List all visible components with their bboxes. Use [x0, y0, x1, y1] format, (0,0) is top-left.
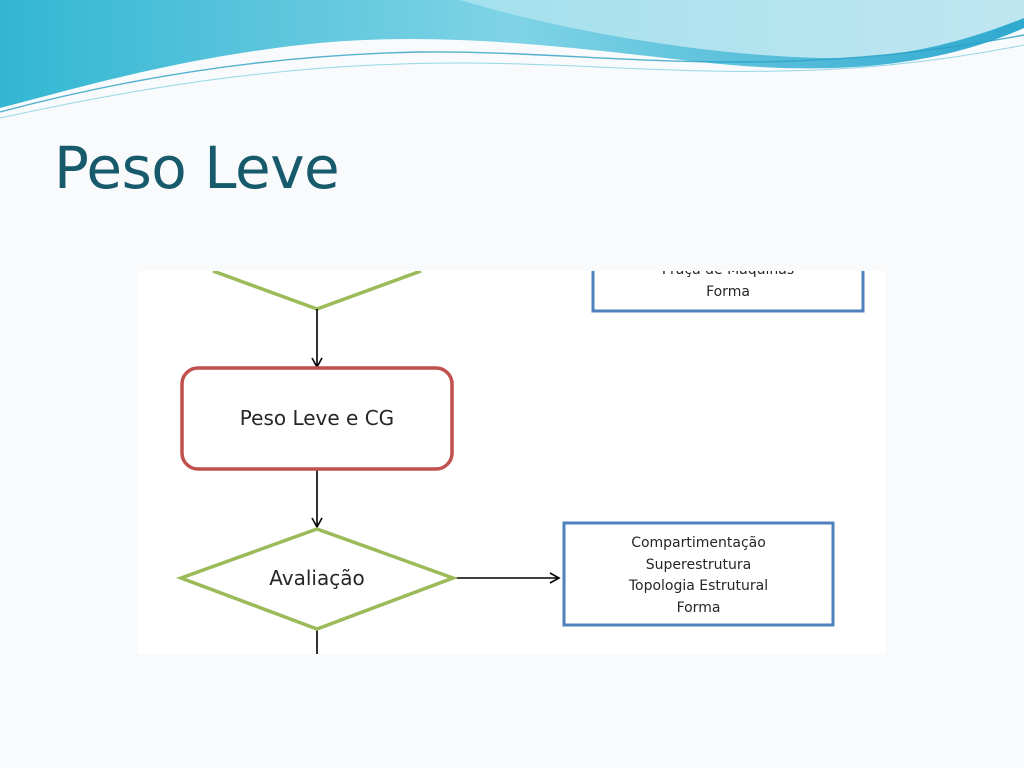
bottom-box-text: Compartimentação Superestrutura Topologi…	[564, 533, 833, 619]
slide-title: Peso Leve	[54, 134, 340, 202]
process-node-label: Peso Leve e CG	[239, 406, 395, 430]
decision-diamond-top	[212, 271, 422, 311]
bottom-box-shape	[562, 521, 835, 627]
bottom-box-line: Compartimentação	[631, 535, 766, 551]
header-wave-decoration	[0, 0, 1024, 119]
top-box	[591, 271, 865, 313]
flowchart-diagram: Praça de Máquinas Forma Peso Leve e CG A…	[138, 271, 885, 654]
bottom-box-line: Superestrutura	[645, 556, 752, 573]
bottom-box-line: Topologia Estrutural	[628, 578, 769, 594]
top-box-line: Forma	[706, 283, 750, 300]
top-box-text: Praça de Máquinas Forma	[593, 271, 863, 303]
decision-node-label: Avaliação	[269, 566, 365, 590]
decision-diamond-shape	[175, 527, 459, 631]
process-node-shape	[180, 366, 454, 471]
top-box-line: Praça de Máquinas	[593, 271, 863, 282]
bottom-box-line: Forma	[676, 599, 721, 616]
